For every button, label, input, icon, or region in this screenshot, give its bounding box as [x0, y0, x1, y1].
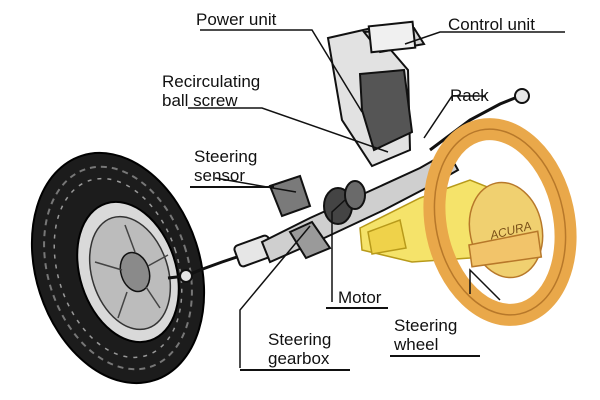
- gearbox-housing: [260, 150, 460, 264]
- tire-tread-inner: [43, 165, 193, 371]
- label-steering-sensor: Steering sensor: [194, 147, 258, 185]
- label-rack: Rack: [450, 86, 489, 105]
- label-steering-wheel: Steering wheel: [394, 316, 458, 354]
- leader-lines: [188, 29, 565, 368]
- label-motor: Motor: [338, 288, 382, 307]
- label-recirculating-ball-screw: Recirculating ball screw: [162, 72, 261, 110]
- tire-tread-mid: [53, 177, 183, 359]
- underline-steering-gearbox: [240, 369, 350, 371]
- underline-motor: [326, 307, 388, 309]
- tire-assembly: [30, 151, 206, 385]
- label-steering-gearbox: Steering gearbox: [268, 330, 332, 368]
- label-control-unit: Control unit: [448, 15, 535, 34]
- label-power-unit: Power unit: [196, 10, 277, 29]
- underline-steering-sensor: [190, 186, 274, 188]
- power-unit-block: [326, 20, 426, 168]
- underline-steering-wheel: [390, 355, 480, 357]
- steering-wheel-art: ACURA: [423, 118, 577, 326]
- wheel-hub: [119, 251, 151, 293]
